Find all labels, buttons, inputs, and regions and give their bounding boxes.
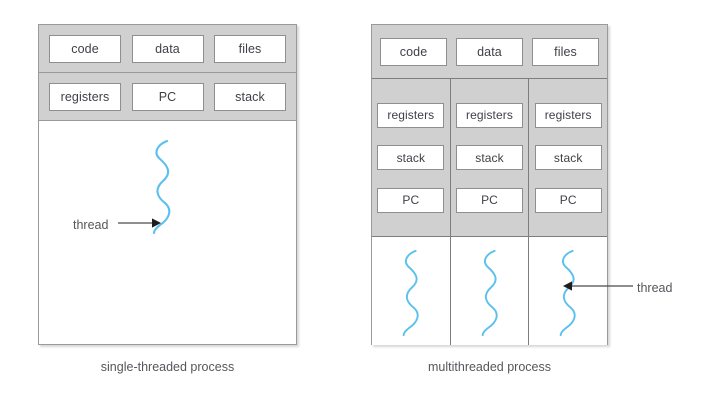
caption-multithreaded-process: multithreaded process xyxy=(428,360,551,374)
single-cell-stack: stack xyxy=(214,82,286,111)
multi-c2-cell-pc: PC xyxy=(456,187,523,213)
single-thread-state-band: registers PC stack xyxy=(39,73,296,121)
single-thread-area xyxy=(39,121,296,344)
thread-column-2-thread-area xyxy=(450,236,529,345)
arrow-right-icon xyxy=(118,218,161,228)
multi-c1-cell-pc: PC xyxy=(377,187,445,213)
multi-c3-cell-stack: stack xyxy=(534,145,602,170)
single-cell-pc: PC xyxy=(131,82,204,111)
multi-c1-cell-stack: stack xyxy=(377,145,445,170)
thread-callout-label-left: thread xyxy=(73,218,109,232)
caption-single-threaded-process: single-threaded process xyxy=(100,360,235,374)
multi-thread-columns: registers stack PC registers stack PC xyxy=(372,78,608,345)
thread-column-1: registers stack PC xyxy=(372,78,450,345)
thread-callout-label-right: thread xyxy=(637,281,673,295)
thread-column-3-thread-area xyxy=(529,236,608,345)
thread-column-1-state: registers stack PC xyxy=(372,79,450,236)
multi-c3-cell-registers: registers xyxy=(534,102,602,128)
multi-c1-cell-registers: registers xyxy=(377,102,445,128)
multi-cell-data: data xyxy=(456,37,523,66)
multi-cell-code: code xyxy=(380,37,447,66)
multi-c3-cell-pc: PC xyxy=(534,187,602,213)
single-cell-data: data xyxy=(131,34,204,63)
single-cell-files: files xyxy=(214,34,286,63)
multi-shared-resources-band: code data files xyxy=(372,25,607,78)
multi-c2-cell-registers: registers xyxy=(456,102,523,128)
thread-column-1-thread-area xyxy=(372,236,450,345)
thread-column-2: registers stack PC xyxy=(449,78,529,345)
thread-squiggle-icon xyxy=(402,249,419,337)
thread-column-2-state: registers stack PC xyxy=(450,79,529,236)
thread-squiggle-icon xyxy=(559,249,576,337)
arrow-left-icon xyxy=(563,281,633,291)
multi-c2-cell-stack: stack xyxy=(456,145,523,170)
thread-squiggle-icon xyxy=(481,249,498,337)
single-cell-code: code xyxy=(49,34,121,63)
thread-column-3: registers stack PC xyxy=(528,78,608,345)
multi-cell-files: files xyxy=(532,37,599,66)
single-cell-registers: registers xyxy=(49,82,121,111)
multithreaded-process-box: code data files registers stack PC xyxy=(371,24,608,345)
single-threaded-process-box: code data files registers PC stack xyxy=(38,24,297,345)
thread-column-3-state: registers stack PC xyxy=(529,79,608,236)
single-shared-resources-band: code data files xyxy=(39,25,296,73)
